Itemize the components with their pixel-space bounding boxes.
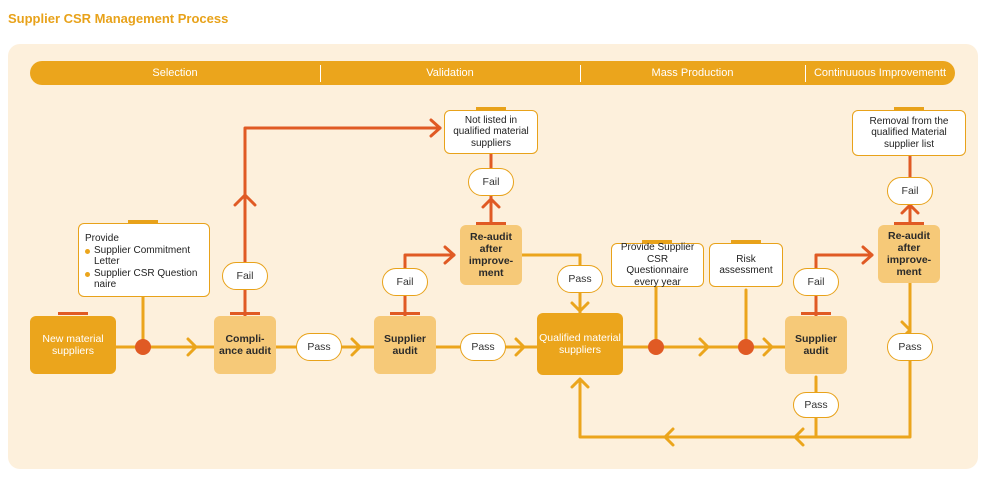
- note-tab: [476, 107, 506, 110]
- provide-item: Supplier CSR Question naire: [85, 268, 205, 291]
- note-tab: [128, 220, 158, 223]
- provide-list: Supplier Commitment Letter Supplier CSR …: [85, 245, 205, 291]
- stage-mass-production: Mass Production: [651, 67, 734, 79]
- stage-validation: Validation: [426, 67, 474, 79]
- node-tab: [390, 312, 420, 315]
- stage-divider: [320, 65, 321, 82]
- node-tab: [801, 312, 831, 315]
- node-tab: [894, 222, 924, 225]
- risk-assessment-note: Risk assessment: [709, 243, 783, 287]
- stage-divider: [805, 65, 806, 82]
- reaudit-node-2: Re-audit after improve-ment: [878, 225, 940, 283]
- pass-label: Pass: [887, 333, 933, 361]
- node-tab: [476, 222, 506, 225]
- provide-header: Provide: [85, 233, 119, 244]
- junction-dot: [135, 339, 151, 355]
- fail-label: Fail: [887, 177, 933, 205]
- new-material-suppliers-node: New material suppliers: [30, 316, 116, 374]
- fail-label: Fail: [468, 168, 514, 196]
- note-tab: [642, 240, 672, 243]
- junction-dot: [738, 339, 754, 355]
- stage-banner: [30, 61, 955, 85]
- supplier-audit-node-1: Supplier audit: [374, 316, 436, 374]
- stage-divider: [580, 65, 581, 82]
- qualified-suppliers-node: Qualified material suppliers: [537, 313, 623, 375]
- fail-label: Fail: [222, 262, 268, 290]
- compliance-audit-node: Compli- ance audit: [214, 316, 276, 374]
- removal-note: Removal from the qualified Material supp…: [852, 110, 966, 156]
- fail-label: Fail: [382, 268, 428, 296]
- provide-documents-note: Provide Supplier Commitment Letter Suppl…: [78, 223, 210, 297]
- questionnaire-note: Provide Supplier CSR Questionnaire every…: [611, 242, 704, 288]
- supplier-audit-node-2: Supplier audit: [785, 316, 847, 374]
- provide-item: Supplier Commitment Letter: [85, 245, 205, 268]
- note-tab: [894, 107, 924, 110]
- node-tab: [58, 312, 88, 315]
- stage-continuous-improvement: Continuuous Improvementt: [813, 67, 947, 79]
- junction-dot: [648, 339, 664, 355]
- pass-label: Pass: [793, 392, 839, 418]
- note-tab: [731, 240, 761, 243]
- pass-label: Pass: [460, 333, 506, 361]
- pass-label: Pass: [557, 265, 603, 293]
- stage-selection: Selection: [152, 67, 198, 79]
- node-tab: [230, 312, 260, 315]
- page-title: Supplier CSR Management Process: [8, 11, 229, 26]
- fail-label: Fail: [793, 268, 839, 296]
- reaudit-node-1: Re-audit after improve-ment: [460, 225, 522, 285]
- pass-label: Pass: [296, 333, 342, 361]
- not-listed-note: Not listed in qualified material supplie…: [444, 110, 538, 154]
